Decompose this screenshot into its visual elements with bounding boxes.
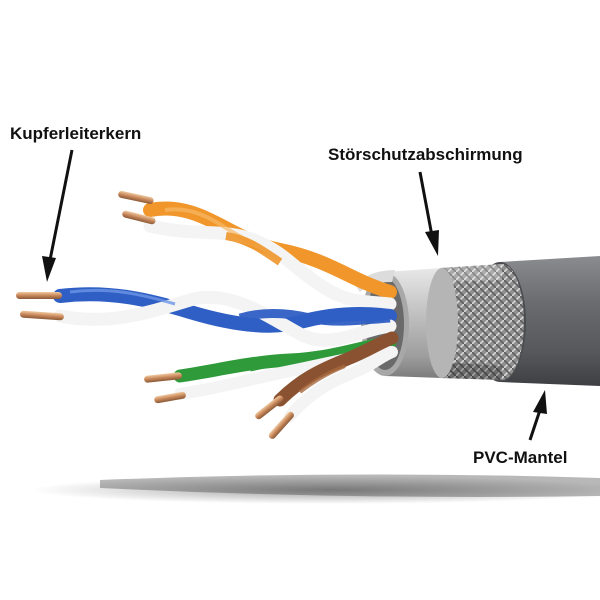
copper-tip-blue-2: [20, 310, 64, 321]
copper-conductors: [16, 190, 294, 439]
wire-pair-orange: [143, 201, 397, 311]
label-shielding: Störschutzabschirmung: [328, 145, 523, 164]
copper-tip-orange-2: [122, 210, 156, 225]
label-pvc-jacket: PVC-Mantel: [473, 448, 568, 467]
arrow-shield: [418, 171, 439, 256]
arrow-core: [42, 149, 74, 282]
wire-pair-blue: [53, 287, 397, 347]
copper-tip-brown-1: [255, 395, 284, 420]
arrow-jacket: [528, 390, 547, 441]
copper-tip-blue-1: [16, 292, 62, 299]
copper-tip-green-1: [144, 372, 182, 383]
copper-tip-brown-2: [268, 411, 294, 439]
wire-pair-brown: [273, 331, 399, 422]
copper-tip-green-2: [154, 391, 186, 404]
copper-tip-orange-1: [118, 190, 154, 205]
label-copper-core: Kupferleiterkern: [10, 124, 142, 143]
cable-shadow: [30, 474, 600, 504]
